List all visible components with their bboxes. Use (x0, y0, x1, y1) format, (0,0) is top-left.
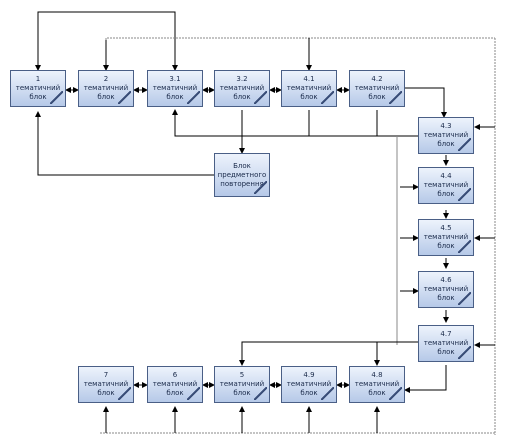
block-4-4: 4.4 тематичний блок (418, 167, 474, 204)
block-4-7: 4.7 тематичний блок (418, 325, 474, 362)
block-3-2: 3.2 тематичний блок (214, 70, 270, 107)
block-3-1: 3.1 тематичний блок (147, 70, 203, 107)
block-5: 5 тематичний блок (214, 366, 270, 403)
block-4-8: 4.8 тематичний блок (349, 366, 405, 403)
block-6: 6 тематичний блок (147, 366, 203, 403)
block-7: 7 тематичний блок (78, 366, 134, 403)
block-4-6: 4.6 тематичний блок (418, 271, 474, 308)
block-2: 2 тематичний блок (78, 70, 134, 107)
block-4-3: 4.3 тематичний блок (418, 117, 474, 154)
block-4-1: 4.1 тематичний блок (281, 70, 337, 107)
block-4-9: 4.9 тематичний блок (281, 366, 337, 403)
block-4-5: 4.5 тематичний блок (418, 219, 474, 256)
block-predmetne-povtorennia: Блок предметного повторення (214, 153, 270, 197)
block-4-2: 4.2 тематичний блок (349, 70, 405, 107)
block-1: 1 тематичний блок (10, 70, 66, 107)
